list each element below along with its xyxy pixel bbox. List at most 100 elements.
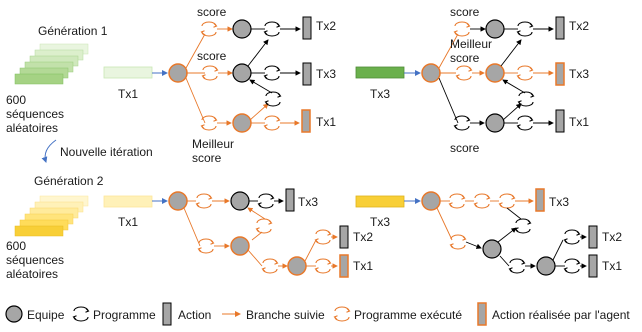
g2-program-mid <box>197 238 215 254</box>
g1-cross-down <box>249 103 269 121</box>
g2b-team-bot <box>536 256 556 276</box>
g1b-action-top <box>555 16 565 40</box>
g1-score-mid: score <box>197 49 227 63</box>
g2b-program-top3 <box>498 193 516 209</box>
g1-action-bot <box>301 109 311 133</box>
g2-cross-a <box>251 231 263 241</box>
g2-program-top <box>195 193 213 209</box>
g1-action-bot-label: Tx1 <box>316 115 336 129</box>
g2-program-cross <box>255 218 273 234</box>
g2b-root-team <box>421 191 441 211</box>
g1b-program-mid2 <box>516 65 534 81</box>
g1-best-score-1: Meilleur <box>192 137 234 151</box>
g2b-branch-bot-up <box>552 239 564 261</box>
legend-program-icon <box>72 306 90 322</box>
g2b-cross-up <box>497 227 517 243</box>
generation1-sequence-stack <box>14 43 89 85</box>
legend-team-icon <box>5 305 23 323</box>
g1b-cross-down <box>502 103 522 121</box>
generation2-sequence-stack <box>14 195 89 237</box>
g1b-action-top-label: Tx2 <box>569 19 589 33</box>
g2-program-top2 <box>257 193 275 209</box>
g1-program-top <box>200 21 218 37</box>
g1b-score-bot: score <box>450 141 480 155</box>
legend-program-label: Programme <box>93 308 156 322</box>
g2b-team-mid <box>482 239 502 259</box>
g2-cross-b <box>247 207 266 220</box>
g2b-program-top <box>448 193 466 209</box>
g1-action-mid-label: Tx3 <box>316 67 336 81</box>
g2-team-bot <box>287 256 307 276</box>
g1-program-mid2 <box>263 65 281 81</box>
g1b-branch-down <box>438 77 459 124</box>
legend-team-label: Equipe <box>27 308 65 322</box>
g2b-branch-mid-down <box>499 255 510 267</box>
g1-action-top-label: Tx2 <box>316 19 336 33</box>
g1-action-top <box>302 16 312 40</box>
iteration-label: Nouvelle itération <box>60 145 153 159</box>
g1-best-score-2: score <box>192 151 222 165</box>
g2b-program-bot-up <box>563 229 581 245</box>
g2-program-bot <box>261 258 279 274</box>
g2b-branch-down <box>436 207 453 241</box>
g1-cross-mid <box>249 79 273 94</box>
g2b-program-mid <box>449 234 467 250</box>
g1-branch-down <box>185 77 206 124</box>
g1-action-mid <box>302 62 312 86</box>
g2-team-top <box>230 191 250 211</box>
g1b-program-bot <box>453 115 471 131</box>
g2b-action-bot-label: Tx1 <box>602 259 622 273</box>
g2-action-mid <box>339 225 349 249</box>
g1b-team-mid <box>485 63 505 83</box>
g1-team-top <box>232 19 252 39</box>
g2-branch-mid-down <box>247 249 263 267</box>
generation1-sequence-count: 600 <box>6 93 26 107</box>
generation2-input-tx: Tx1 <box>118 215 138 229</box>
g1b-action-mid-label: Tx3 <box>569 67 589 81</box>
generation2-input-bar <box>103 195 153 208</box>
g2b-program-top2 <box>473 193 491 209</box>
g1-score-top: score <box>197 5 227 19</box>
legend-action-icon <box>162 302 172 326</box>
g2b-cross-b <box>506 207 522 220</box>
g1b-input-bar <box>355 66 405 79</box>
g1-program-bot2 <box>263 115 281 131</box>
generation1-sequence-label-1: séquences <box>6 107 64 121</box>
g1b-score-top: score <box>450 5 480 19</box>
generation2-title: Génération 2 <box>34 174 104 188</box>
g1b-cross-mid <box>502 79 526 94</box>
g2-branch-down <box>183 207 201 247</box>
g2b-action-mid-label: Tx2 <box>602 230 622 244</box>
g2-action-top-label: Tx3 <box>298 195 318 209</box>
g1-program-cross <box>264 91 282 107</box>
g1-team-bot <box>232 113 252 133</box>
g1b-team-top <box>485 19 505 39</box>
generation2-sequence-label-1: séquences <box>6 253 64 267</box>
legend-executed-program-icon <box>333 306 351 322</box>
g1b-best-score-1: Meilleur <box>450 37 492 51</box>
g1-program-top2 <box>263 21 281 37</box>
g1b-program-top <box>453 21 471 37</box>
g2b-input-bar <box>355 195 405 208</box>
g1b-best-score-2: score <box>450 51 480 65</box>
g1-cross-up <box>247 39 269 67</box>
g1-root-team <box>168 63 188 83</box>
generation1-input-bar <box>103 66 153 79</box>
g1b-branch-up <box>438 33 459 69</box>
g1b-action-bot <box>555 109 565 133</box>
g2-team-mid <box>230 236 250 256</box>
g2b-action-mid <box>588 225 598 249</box>
g2b-action-top-label: Tx3 <box>549 195 569 209</box>
g2-action-mid-label: Tx2 <box>353 230 373 244</box>
g2b-action-bot <box>588 254 598 278</box>
g1b-program-mid <box>455 65 473 81</box>
g1-program-bot <box>200 115 218 131</box>
g2-program-bot2 <box>314 258 332 274</box>
g2-action-bot-label: Tx1 <box>353 259 373 273</box>
g1-branch-up <box>185 33 206 69</box>
g2b-program-bot <box>508 258 526 274</box>
iteration-arrow <box>41 139 57 163</box>
legend-agent-action-icon <box>477 302 487 326</box>
legend-executed-program-label: Programme exécuté <box>354 308 462 322</box>
